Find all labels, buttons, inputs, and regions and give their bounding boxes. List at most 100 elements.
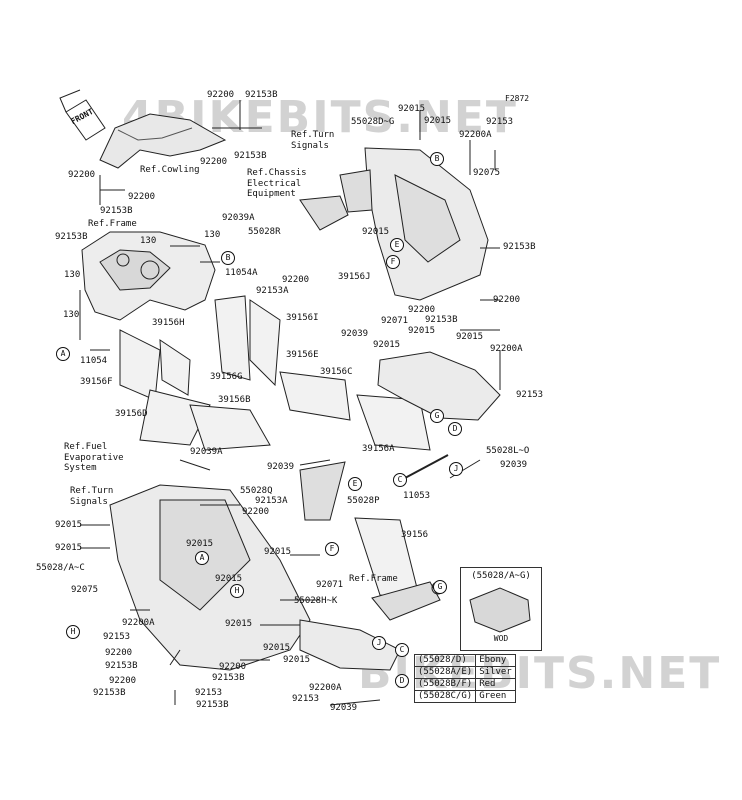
part-label: 92015 — [408, 326, 436, 336]
part-label: 55028L~O — [486, 446, 530, 456]
part-label: 92039 — [341, 329, 369, 339]
part-label: 92015 — [263, 643, 291, 653]
part-label: 92200 — [200, 157, 228, 167]
part-label: 92153B — [234, 151, 267, 161]
legend-row: (55028B/F) Red — [413, 678, 516, 691]
part-label: 92039 — [500, 460, 528, 470]
part-label: 92200A — [309, 683, 342, 693]
callout-marker: C — [393, 473, 407, 487]
legend-code: (55028/D) — [413, 654, 477, 667]
part-label: 92015 — [264, 547, 292, 557]
part-label: 11053 — [403, 491, 431, 501]
callout-marker: E — [348, 477, 362, 491]
part-label: 92015 — [362, 227, 390, 237]
part-label: 39156B — [218, 395, 251, 405]
part-label: 130 — [140, 236, 157, 246]
legend-color: Red — [475, 678, 516, 691]
legend-code: (55028A/E) — [413, 666, 477, 679]
part-label: 92200 — [219, 662, 247, 672]
part-label: 39156D — [115, 409, 148, 419]
part-label: 39156A — [362, 444, 395, 454]
part-label: 55028H~K — [294, 596, 338, 606]
part-label: 11054A — [225, 268, 258, 278]
ref-chassis-electrical: Ref.Chassis Electrical Equipment — [247, 168, 307, 199]
callout-marker: C — [395, 643, 409, 657]
legend-row: (55028C/G) Green — [413, 690, 516, 703]
part-label: 39156H — [152, 318, 185, 328]
part-label: 11054 — [80, 356, 108, 366]
callout-marker: A — [195, 551, 209, 565]
callout-marker: J — [372, 636, 386, 650]
part-label: 39156C — [320, 367, 353, 377]
part-label: 92153B — [503, 242, 536, 252]
legend-row: (55028A/E) Silver — [413, 666, 516, 679]
legend-code: (55028C/G) — [413, 690, 477, 703]
callout-marker: A — [56, 347, 70, 361]
part-label: 55028/A~C — [36, 563, 85, 573]
part-label: 130 — [204, 230, 221, 240]
part-label: 92015 — [55, 543, 83, 553]
part-label: 92039 — [267, 462, 295, 472]
part-label: 39156E — [286, 350, 319, 360]
part-label: 92015 — [283, 655, 311, 665]
part-label: 92015 — [55, 520, 83, 530]
part-label: 92153B — [212, 673, 245, 683]
color-variant-inset: (55028/A~G) WOD — [460, 567, 542, 651]
callout-marker: F — [386, 255, 400, 269]
callout-marker: B — [221, 251, 235, 265]
part-label: 92153B — [93, 688, 126, 698]
color-legend-table: (55028/D) Ebony (55028A/E) Silver (55028… — [413, 654, 516, 703]
part-label: 92015 — [225, 619, 253, 629]
part-label: 55028R — [248, 227, 281, 237]
legend-code: (55028B/F) — [413, 678, 477, 691]
part-label: 92075 — [71, 585, 99, 595]
part-label: 92200 — [128, 192, 156, 202]
part-label: 55028P — [347, 496, 380, 506]
ref-frame: Ref.Frame — [88, 219, 137, 229]
ref-cowling: Ref.Cowling — [140, 165, 200, 175]
part-label: 92039 — [330, 703, 358, 713]
part-label: 39156J — [338, 272, 371, 282]
callout-marker: H — [66, 625, 80, 639]
legend-color: Ebony — [475, 654, 516, 667]
inset-note: WOD — [493, 634, 509, 643]
part-label: 92153B — [425, 315, 458, 325]
part-label: 92039A — [222, 213, 255, 223]
part-label: 92153B — [245, 90, 278, 100]
callout-marker: F — [325, 542, 339, 556]
ref-fuel-evaporative: Ref.Fuel Evaporative System — [64, 442, 124, 473]
part-label: 130 — [64, 270, 81, 280]
ref-turn-signals: Ref.Turn Signals — [291, 130, 335, 151]
part-label: 92200 — [68, 170, 96, 180]
part-label: 92071 — [381, 316, 409, 326]
ref-frame: Ref.Frame — [349, 574, 398, 584]
part-label: 92153B — [100, 206, 133, 216]
part-label: 92200 — [109, 676, 137, 686]
part-label: 39156I — [286, 313, 319, 323]
part-label: 92015 — [215, 574, 243, 584]
callout-marker: G — [430, 409, 444, 423]
callout-marker: J — [449, 462, 463, 476]
part-label: 92153B — [55, 232, 88, 242]
part-label: 55028D~G — [351, 117, 395, 127]
part-label: 92153 — [516, 390, 544, 400]
callout-marker: D — [448, 422, 462, 436]
part-label: 39156 — [401, 530, 429, 540]
legend-color: Green — [475, 690, 516, 703]
legend-color: Silver — [475, 666, 516, 679]
part-label: 39156G — [210, 372, 243, 382]
part-label: 92153A — [256, 286, 289, 296]
part-label: 92075 — [473, 168, 501, 178]
part-label: 92153B — [196, 700, 229, 710]
part-label: 92200 — [408, 305, 436, 315]
part-label: 92153 — [292, 694, 320, 704]
callout-marker: H — [230, 584, 244, 598]
callout-marker: D — [395, 674, 409, 688]
part-label: 92015 — [186, 539, 214, 549]
part-label: 92015 — [456, 332, 484, 342]
part-label: 55028Q — [240, 486, 273, 496]
part-label: 92200 — [493, 295, 521, 305]
part-label: 92015 — [424, 116, 452, 126]
ref-turn-signals: Ref.Turn Signals — [70, 486, 114, 507]
